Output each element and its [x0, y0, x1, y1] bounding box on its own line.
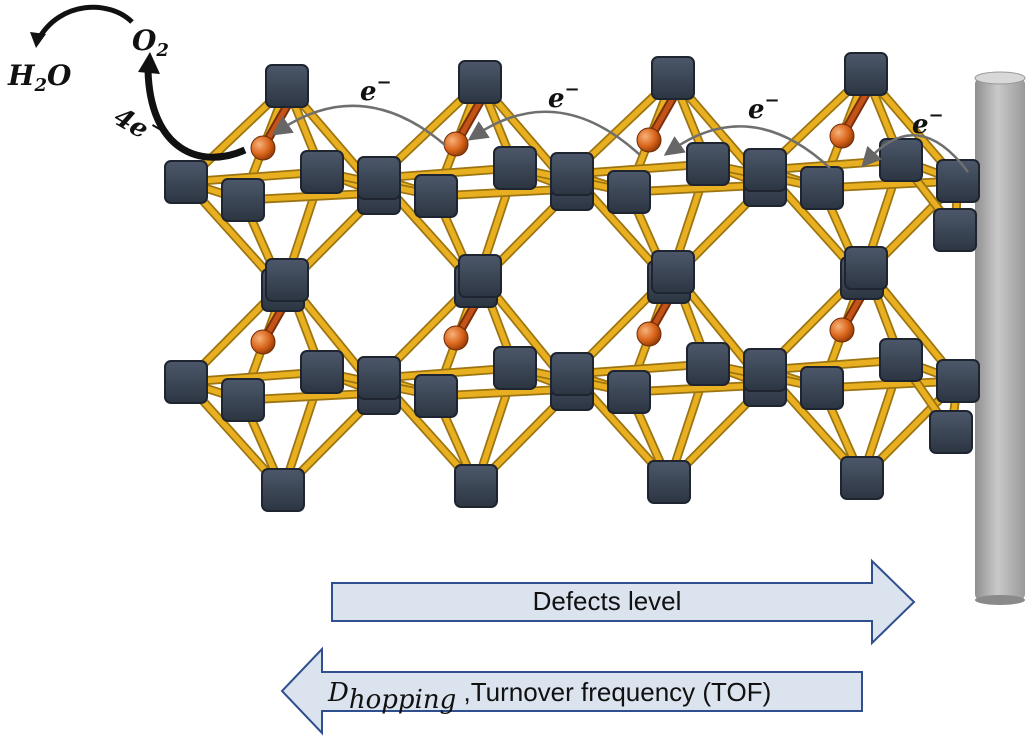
- electrode: [974, 71, 1026, 605]
- electron-label: e−: [912, 105, 944, 140]
- metal-node: [844, 246, 888, 290]
- defect-atom: [250, 329, 276, 355]
- metal-node: [844, 52, 888, 96]
- linker: [376, 165, 518, 181]
- metal-node: [936, 359, 980, 403]
- defect-atom: [250, 135, 276, 161]
- metal-node: [300, 150, 344, 194]
- metal-node: [221, 178, 265, 222]
- defect-atom: [443, 131, 469, 157]
- linker: [376, 365, 518, 381]
- metal-node: [879, 338, 923, 382]
- defects-level-label: Defects level: [533, 586, 682, 616]
- metal-node: [458, 254, 502, 298]
- metal-node: [743, 348, 787, 392]
- metal-node: [261, 468, 305, 512]
- metal-node: [164, 160, 208, 204]
- metal-node: [357, 356, 401, 400]
- electron-hopping-arrows: e− e− e− e−: [271, 72, 970, 173]
- linker: [240, 390, 382, 403]
- metal-node: [357, 156, 401, 200]
- linker: [626, 182, 768, 195]
- defect-atom: [829, 317, 855, 343]
- metal-node: [929, 410, 973, 454]
- defect-atom: [829, 123, 855, 149]
- metal-node: [743, 148, 787, 192]
- metal-node: [651, 250, 695, 294]
- linker: [183, 369, 325, 385]
- metal-node: [550, 352, 594, 396]
- linker: [183, 169, 325, 185]
- metal-node: [800, 366, 844, 410]
- linker: [819, 178, 961, 191]
- linker: [433, 386, 575, 399]
- metal-node: [840, 456, 884, 500]
- metal-node: [493, 346, 537, 390]
- metal-node: [686, 142, 730, 186]
- hop-arrow: [663, 125, 831, 169]
- metal-node: [686, 342, 730, 386]
- metal-node: [164, 360, 208, 404]
- metal-node: [265, 64, 309, 108]
- hop-arrow: [467, 110, 641, 156]
- linker: [762, 357, 904, 373]
- oxygen-reduction-cycle: O2 H2O 4e−: [7, 4, 247, 161]
- four-electron-label: 4e−: [109, 98, 170, 153]
- linker: [819, 378, 961, 391]
- metal-node: [651, 56, 695, 100]
- o2-label: O2: [132, 24, 169, 61]
- linker: [626, 382, 768, 395]
- metal-node: [550, 152, 594, 196]
- metal-node: [647, 460, 691, 504]
- defect-atom: [636, 321, 662, 347]
- metal-node: [414, 374, 458, 418]
- h2o-label: H2O: [7, 59, 72, 96]
- linker: [569, 161, 711, 177]
- metal-node: [414, 174, 458, 218]
- hop-arrow: [861, 134, 970, 173]
- linker: [240, 190, 382, 203]
- framework-nodes: [164, 52, 980, 512]
- electron-label: e−: [748, 90, 780, 125]
- metal-node: [454, 464, 498, 508]
- defects-level-arrow: Defects level: [331, 558, 916, 646]
- linker: [569, 361, 711, 377]
- metal-node: [800, 166, 844, 210]
- hopping-tof-label: Dhopping ,Turnover frequency (TOF): [327, 677, 771, 715]
- defect-atom: [443, 325, 469, 351]
- electron-label: e−: [360, 72, 392, 107]
- metal-node: [607, 370, 651, 414]
- metal-node: [933, 208, 977, 252]
- metal-node: [300, 350, 344, 394]
- linker: [433, 186, 575, 199]
- metal-node: [607, 170, 651, 214]
- hopping-tof-arrow: Dhopping ,Turnover frequency (TOF): [280, 646, 863, 736]
- metal-node: [493, 146, 537, 190]
- hop-arrow: [271, 104, 446, 146]
- metal-node: [458, 60, 502, 104]
- electron-label: e−: [548, 79, 580, 114]
- metal-node: [221, 378, 265, 422]
- defect-atom: [636, 127, 662, 153]
- metal-node: [265, 258, 309, 302]
- metal-node: [936, 159, 980, 203]
